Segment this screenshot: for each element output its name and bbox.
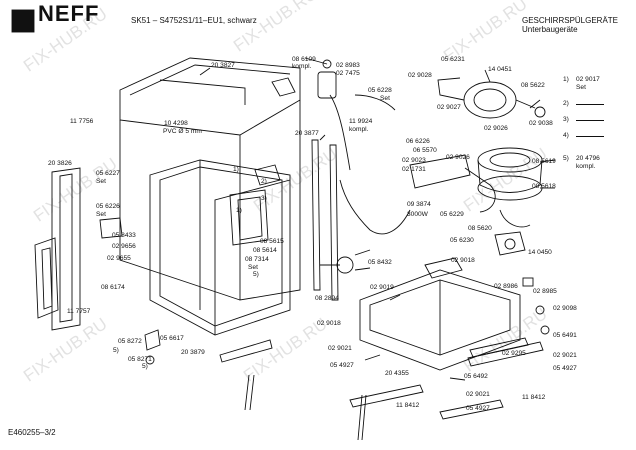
part-label: 08 2894: [315, 295, 339, 302]
brand-logo: NEFF: [38, 1, 100, 26]
part-label: 05 6229: [440, 211, 464, 218]
part-label: 05 8433: [112, 232, 136, 239]
part-label: 08 6174: [101, 284, 125, 291]
part-label: 02 9027: [437, 104, 461, 111]
part-label: 08 5615: [260, 238, 284, 245]
part-label: 02 9021: [553, 352, 577, 359]
category-line-1: GESCHIRRSPÜLGERÄTE: [522, 16, 619, 25]
part-label: 02 1731: [402, 166, 426, 173]
callout: 1): [236, 207, 242, 214]
part-label: 05 6491: [553, 332, 577, 339]
part-label: 05 6231: [441, 56, 465, 63]
callout: 3): [261, 195, 267, 202]
part-label: 05 4927: [466, 405, 490, 412]
legend-4-num: 4): [563, 132, 569, 139]
part-label: 02 9098: [553, 305, 577, 312]
document-id: E460255–3/2: [8, 428, 56, 437]
part-label: 02 9018: [451, 257, 475, 264]
part-label: 08 7314: [245, 256, 269, 263]
part-label: 02 9023: [402, 157, 426, 164]
part-label: 11 7756: [70, 118, 94, 125]
part-label: 08 5614: [253, 247, 277, 254]
part-label: 02 9026: [484, 125, 508, 132]
part-label: 05 8272: [118, 338, 142, 345]
part-label: 08 5619: [532, 158, 556, 165]
part-label: 02 9021: [466, 391, 490, 398]
model-line: SK51 – S4752S1/11–EU1, schwarz: [131, 16, 257, 25]
part-label: 08 6109: [292, 56, 316, 63]
part-label: Set: [248, 264, 258, 271]
legend-1-code: 02 9017: [576, 76, 600, 83]
part-label: 09 3874: [407, 201, 431, 208]
part-label: 3000W: [407, 211, 428, 218]
category-line-2: Unterbaugeräte: [522, 25, 578, 34]
part-label: 02 9656: [112, 243, 136, 250]
part-label: 06 6226: [406, 138, 430, 145]
part-label: 08 5620: [468, 225, 492, 232]
part-label: 20 4355: [385, 370, 409, 377]
part-label: 20 3879: [181, 349, 205, 356]
legend-5-num: 5): [563, 155, 569, 162]
part-label: 05 4927: [553, 365, 577, 372]
part-label: Set: [96, 178, 106, 185]
part-label: 02 8983: [336, 62, 360, 69]
legend-5-code: 20 4796: [576, 155, 600, 162]
callout: 5): [113, 347, 119, 354]
logo-mark: [11, 9, 35, 33]
part-label: 02 9021: [328, 345, 352, 352]
part-label: 05 6492: [464, 373, 488, 380]
part-label: 05 6226: [96, 203, 120, 210]
part-label: 11 8412: [396, 402, 420, 409]
part-label: 02 9019: [370, 284, 394, 291]
part-label: 14 0451: [488, 66, 512, 73]
legend-2-num: 2): [563, 100, 569, 107]
legend-5-note: kompl.: [576, 163, 596, 170]
callout: 5): [142, 363, 148, 370]
part-label: 05 6617: [160, 335, 184, 342]
part-label: Set: [380, 95, 390, 102]
legend-3-num: 3): [563, 116, 569, 123]
part-label: 02 9018: [317, 320, 341, 327]
part-label: kompl.: [349, 126, 369, 133]
part-label: 02 8986: [494, 283, 518, 290]
part-label: 02 8985: [533, 288, 557, 295]
part-label: 02 9026: [446, 154, 470, 161]
part-label: 10 4298: [164, 120, 188, 127]
part-label: 02 7475: [336, 70, 360, 77]
part-label: 02 9038: [529, 120, 553, 127]
callout: 2): [261, 178, 267, 185]
legend-2-line: [576, 104, 604, 105]
part-label: 11 7757: [67, 308, 91, 315]
part-label: 08 5622: [521, 82, 545, 89]
part-label: 05 6227: [96, 170, 120, 177]
part-label: 06 5570: [413, 147, 437, 154]
part-label: 20 3827: [211, 62, 235, 69]
part-label: Set: [96, 211, 106, 218]
part-label: 02 9028: [408, 72, 432, 79]
part-label: 02 9295: [502, 350, 526, 357]
part-label: 20 3826: [48, 160, 72, 167]
callout: 5): [253, 271, 259, 278]
legend-1-note: Set: [576, 84, 586, 91]
part-label: 08 5618: [532, 183, 556, 190]
legend-3-line: [576, 120, 604, 121]
part-label: 05 4927: [330, 362, 354, 369]
part-label: 11 9924: [349, 118, 373, 125]
part-label: 14 0450: [528, 249, 552, 256]
part-label: 02 9655: [107, 255, 131, 262]
part-label: 05 8271: [128, 356, 152, 363]
legend-1-num: 1): [563, 76, 569, 83]
part-label: 05 6228: [368, 87, 392, 94]
legend-4-line: [576, 136, 604, 137]
part-label: 05 6230: [450, 237, 474, 244]
part-label: kompl.: [292, 63, 312, 70]
callout: 1): [233, 166, 239, 173]
part-label: PVC Ø 5 mm: [163, 128, 202, 135]
part-label: 05 8432: [368, 259, 392, 266]
part-label: 20 3877: [295, 130, 319, 137]
part-label: 11 8412: [522, 394, 546, 401]
